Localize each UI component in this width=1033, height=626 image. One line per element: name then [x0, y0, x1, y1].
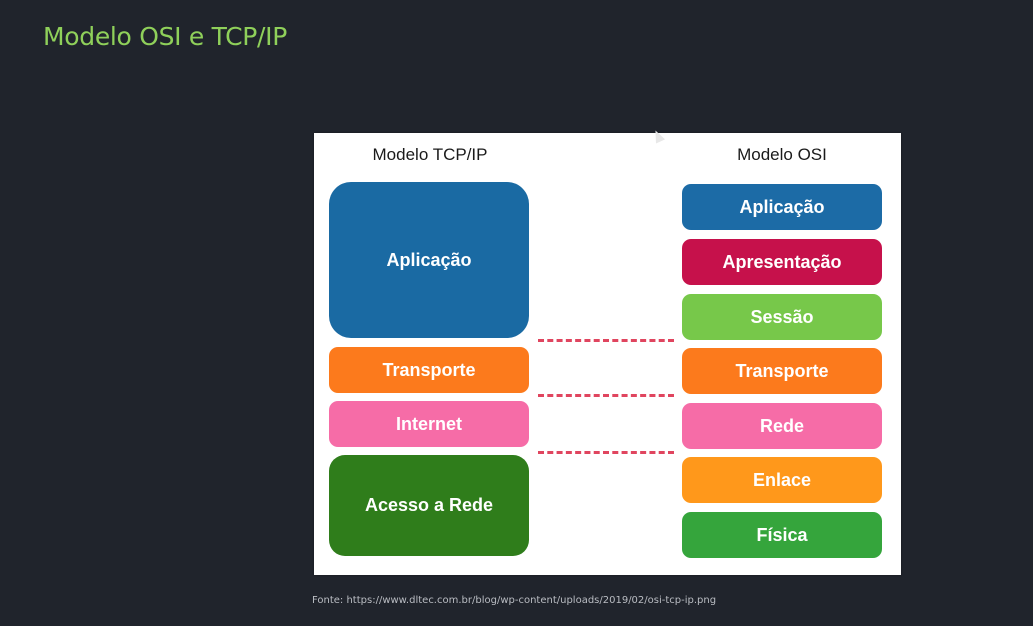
osi-layer-label: Sessão	[750, 306, 814, 327]
osi-layer-label: Aplicação	[739, 196, 825, 217]
osi-layer-label: Transporte	[735, 360, 829, 381]
slide-title: Modelo OSI e TCP/IP	[43, 22, 288, 51]
osi-layer-sessao: Sessão	[682, 294, 882, 340]
osi-layer-label: Física	[756, 524, 808, 545]
tcp-column-title: Modelo TCP/IP	[372, 145, 488, 164]
tcp-layer-label: Internet	[395, 413, 462, 434]
tcp-layer-label: Transporte	[382, 359, 476, 380]
dashed-divider	[538, 451, 674, 454]
osi-layer-apresentacao: Apresentação	[682, 239, 882, 285]
osi-tcp-diagram: Modelo TCP/IP Modelo OSI Aplicação Trans…	[314, 133, 901, 575]
osi-layer-enlace: Enlace	[682, 457, 882, 503]
dashed-divider	[538, 394, 674, 397]
tcp-layer-aplicacao: Aplicação	[329, 182, 529, 338]
tcp-layer-label: Aplicação	[386, 249, 472, 270]
dashed-divider	[538, 339, 674, 342]
tcp-layer-label: Acesso a Rede	[364, 495, 494, 515]
osi-layer-label: Apresentação	[722, 251, 842, 272]
osi-layer-fisica: Física	[682, 512, 882, 558]
tcp-layer-acesso-rede: Acesso a Rede	[329, 455, 529, 556]
osi-layer-label: Enlace	[752, 469, 812, 490]
source-caption: Fonte: https://www.dltec.com.br/blog/wp-…	[312, 595, 717, 606]
osi-layer-transporte: Transporte	[682, 348, 882, 394]
osi-layer-aplicacao: Aplicação	[682, 184, 882, 230]
tcp-layer-transporte: Transporte	[329, 347, 529, 393]
tcp-layer-internet: Internet	[329, 401, 529, 447]
osi-layer-label: Rede	[759, 415, 804, 436]
osi-column-title: Modelo OSI	[737, 145, 827, 164]
osi-layer-rede: Rede	[682, 403, 882, 449]
